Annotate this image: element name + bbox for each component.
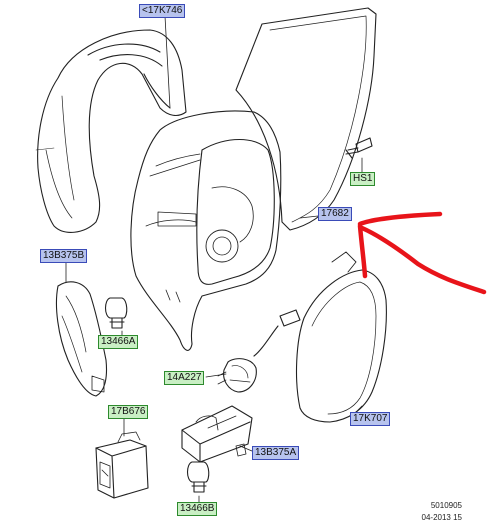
callout-fold-switch[interactable]: 17B676 (108, 405, 149, 419)
leader-lines (65, 15, 363, 506)
mirror-glass-lower (295, 251, 387, 423)
callout-puddle-lamp[interactable]: 13B375A (252, 446, 300, 460)
callout-bulb-lower[interactable]: 13466B (177, 502, 218, 516)
screw (345, 137, 373, 159)
fold-switch (95, 431, 149, 499)
callout-screw[interactable]: HS1 (350, 172, 376, 186)
callout-mirror-glass-lower[interactable]: 17K707 (350, 412, 391, 426)
callout-connector[interactable]: 14A227 (164, 371, 205, 385)
mirror-glass-upper (235, 7, 377, 231)
diagram-reference-number: 5010905 (430, 501, 462, 510)
red-annotation-arrow (357, 211, 487, 295)
bulb-lower (186, 461, 210, 493)
callout-mirror-glass[interactable]: 17682 (318, 207, 352, 221)
mirror-cover (35, 29, 187, 233)
connector-harness (217, 309, 301, 393)
mirror-housing (130, 110, 282, 351)
callout-indicator-lamp[interactable]: 13B375B (40, 249, 88, 263)
puddle-lamp (181, 405, 253, 463)
diagram-date-code: 04-2013 15 (421, 513, 462, 522)
turn-indicator-lamp (55, 281, 108, 397)
bulb-upper (104, 297, 128, 329)
callout-cover[interactable]: <17K746 (139, 4, 186, 18)
callout-bulb-upper[interactable]: 13466A (98, 335, 139, 349)
